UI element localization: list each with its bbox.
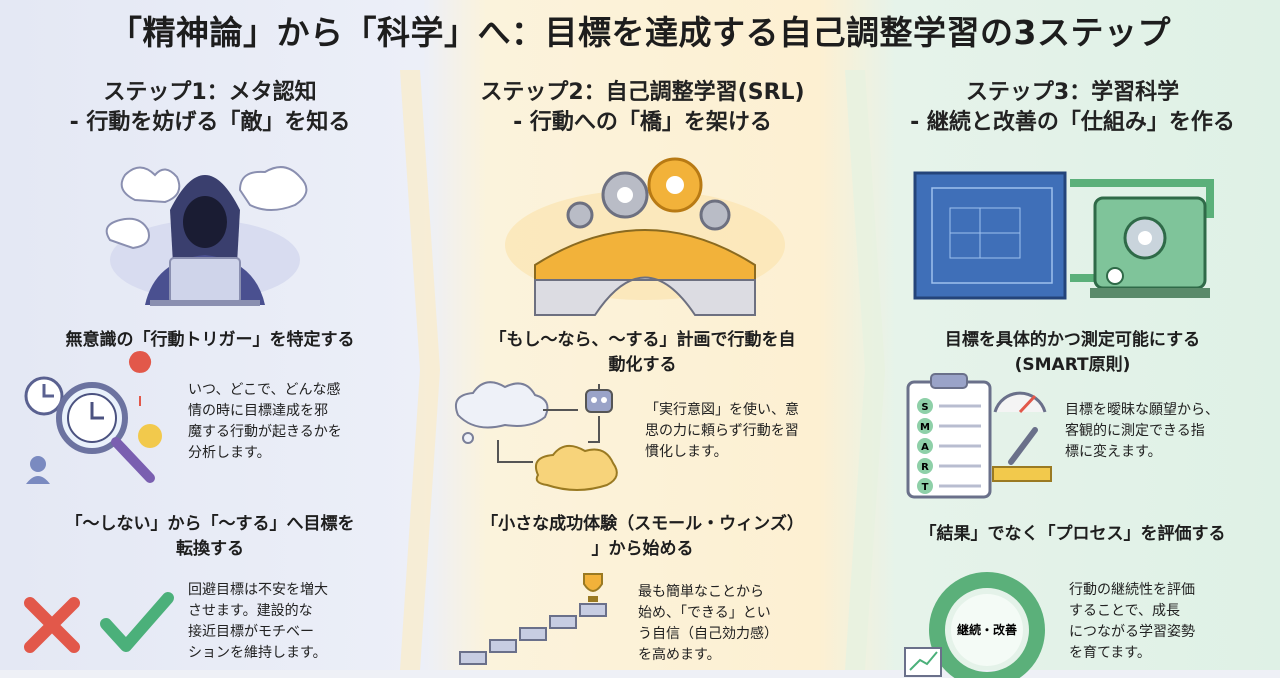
divider-chevron-2 [845,70,885,670]
smart-letters: S M A R T [917,398,933,494]
page-title: 「精神論」から「科学」へ：目標を達成する自己調整学習の3ステップ [109,13,1171,52]
check-icon [100,592,174,652]
step-1-section-1-text: いつ、どこで、どんな感 情の時に目標達成を邪 魔する行動が起きるかを 分析します… [188,382,342,461]
step-2-section-2-heading-line1: 「小さな成功体験（スモール・ウィンズ） [481,514,804,534]
cycle-ring-icon: 継続・改善 [904,572,1045,678]
step-2-section-1-text: 「実行意図」を使い、意 思の力に頼らず行動を習 慣化します。 [645,402,799,460]
step-3-section-2-text: 行動の継続性を評価 することで、成長 につながる学習姿勢 を育てます。 [1069,582,1195,661]
smart-letter-m: M [920,422,930,433]
step-3-section-1-heading-line1: 目標を具体的かつ測定可能にする [944,330,1201,350]
step-1-section-2-heading-line1: 「〜しない」から「〜する」へ目標を [65,514,355,534]
cycle-label: 継続・改善 [957,622,1017,637]
blueprint-machine-icon [913,171,1214,300]
step-2-subtitle: - 行動への「橋」を架ける [513,110,772,135]
step-2-section-2-heading-line2: 」から始める [591,539,694,559]
step-1-section-1-heading: 無意識の「行動トリガー」を特定する [65,330,355,350]
step-3-section-2-heading: 「結果」でなく「プロセス」を評価する [919,524,1226,544]
smart-clipboard-icon: S M A R T [906,373,1052,499]
step-1-section-2-text: 回避目標は不安を増大 させます。建設的な 接近目標がモチベー ションを維持します… [188,582,328,661]
divider-chevron-1 [400,70,440,670]
step-3-column: ステップ3：学習科学 - 継続と改善の「仕組み」を作る 目標を具体的かつ測定可能… [865,70,1280,678]
step-3-section-1-heading-line2: (SMART原則) [1014,355,1131,375]
clock-magnifier-icon [24,351,162,484]
step-3-subtitle: - 継続と改善の「仕組み」を作る [910,110,1235,135]
smart-letter-t: T [922,482,929,493]
step-1-section-2-heading-line2: 転換する [176,539,244,559]
hooded-figure-icon [105,166,308,306]
step-3-section-1-text: 目標を曖昧な願望から、 客観的に測定できる指 標に変えます。 [1065,402,1219,460]
smart-letter-a: A [921,442,929,453]
smart-letter-r: R [921,462,929,473]
step-2-section-2-text: 最も簡単なことから 始め、「できる」とい う自信（自己効力感） を高めます。 [638,584,778,663]
step-3-title: ステップ3：学習科学 [965,80,1180,105]
bridge-gears-icon [505,157,785,316]
gauge-icon [993,391,1047,413]
cross-icon [24,597,80,653]
step-1-column: ステップ1：メタ認知 - 行動を妨げる「敵」を知る 無意識の「行動トリガー」を特… [0,70,420,670]
smart-letter-s: S [921,402,928,413]
trophy-stairs-icon [459,573,607,665]
step-2-title: ステップ2：自己調整学習(SRL) [480,80,805,105]
step-2-column: ステップ2：自己調整学習(SRL) - 行動への「橋」を架ける 「もし〜なら、〜… [420,70,865,670]
step-1-subtitle: - 行動を妨げる「敵」を知る [69,110,351,135]
step-1-title: ステップ1：メタ認知 [103,80,317,105]
step-2-section-1-heading-line2: 動化する [608,355,677,375]
step-2-section-1-heading-line1: 「もし〜なら、〜する」計画で行動を自 [489,330,796,350]
cloud-flow-robot-icon [454,381,618,491]
